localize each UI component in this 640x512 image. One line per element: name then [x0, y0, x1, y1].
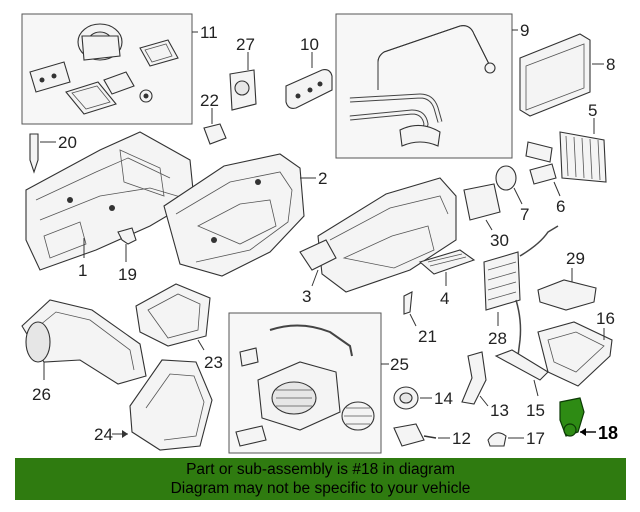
- callout-14: 14: [434, 389, 453, 408]
- callout-15: 15: [526, 401, 545, 420]
- callout-25: 25: [390, 355, 409, 374]
- callout-3: 3: [302, 287, 311, 306]
- callout-19: 19: [118, 265, 137, 284]
- part-16: 16: [537, 309, 615, 387]
- footer-banner: Part or sub-assembly is #18 in diagram D…: [15, 458, 626, 500]
- part-21: 21: [403, 291, 437, 346]
- callout-24: 24: [94, 425, 113, 444]
- callout-18: 18: [598, 423, 618, 443]
- callout-23: 23: [204, 353, 223, 372]
- callout-30: 30: [490, 231, 509, 250]
- callout-21: 21: [418, 327, 437, 346]
- part-30: 30: [463, 183, 509, 250]
- part-13: 13: [461, 351, 509, 420]
- part-19: 19: [117, 227, 137, 284]
- part-10: 10: [285, 35, 333, 109]
- callout-7: 7: [520, 205, 529, 224]
- part-27: 27: [229, 35, 257, 111]
- callout-28: 28: [488, 329, 507, 348]
- part-12: 12: [393, 423, 471, 448]
- callout-1: 1: [78, 261, 87, 280]
- part-26: 26: [21, 299, 147, 404]
- part-20: 20: [29, 133, 77, 174]
- part-9-group: 9: [335, 13, 529, 159]
- part-23: 23: [135, 283, 223, 372]
- callout-4: 4: [440, 289, 449, 308]
- footer-line-1: Part or sub-assembly is #18 in diagram: [186, 461, 455, 478]
- part-11-drawing: [29, 23, 179, 115]
- part-18: 18: [559, 397, 618, 443]
- part-28: 28: [483, 225, 559, 357]
- callout-27: 27: [236, 35, 255, 54]
- callout-22: 22: [200, 91, 219, 110]
- part-14: 14: [393, 386, 453, 410]
- part-7: 7: [495, 165, 529, 224]
- callout-17: 17: [526, 429, 545, 448]
- part-5: 5: [525, 101, 607, 183]
- callout-20: 20: [58, 133, 77, 152]
- callout-12: 12: [452, 429, 471, 448]
- part-9-drawing: [349, 25, 496, 147]
- callout-29: 29: [566, 249, 585, 268]
- callout-11: 11: [200, 23, 218, 42]
- part-15: 15: [494, 349, 549, 420]
- part-4: 4: [418, 249, 476, 308]
- part-22: 22: [200, 91, 227, 145]
- callout-10: 10: [300, 35, 319, 54]
- callout-9: 9: [520, 21, 529, 40]
- part-3: 3: [299, 177, 457, 306]
- part-25-drawing: [235, 324, 375, 447]
- footer-line-2: Diagram may not be specific to your vehi…: [170, 480, 471, 497]
- part-1: 1: [25, 131, 195, 280]
- part-17: 17: [487, 429, 545, 448]
- callout-8: 8: [606, 55, 615, 74]
- callout-2: 2: [318, 169, 327, 188]
- part-8: 8: [519, 33, 615, 117]
- callout-6: 6: [556, 197, 565, 216]
- part-6: 6: [529, 163, 565, 216]
- part-25-group: 25: [228, 312, 409, 454]
- callout-13: 13: [490, 401, 509, 420]
- part-11-group: 11: [21, 13, 218, 125]
- callout-26: 26: [32, 385, 51, 404]
- callout-16: 16: [596, 309, 615, 328]
- part-29: 29: [537, 249, 597, 311]
- part-2: 2: [163, 153, 327, 277]
- part-24: 24: [94, 359, 213, 451]
- callout-5: 5: [588, 101, 597, 120]
